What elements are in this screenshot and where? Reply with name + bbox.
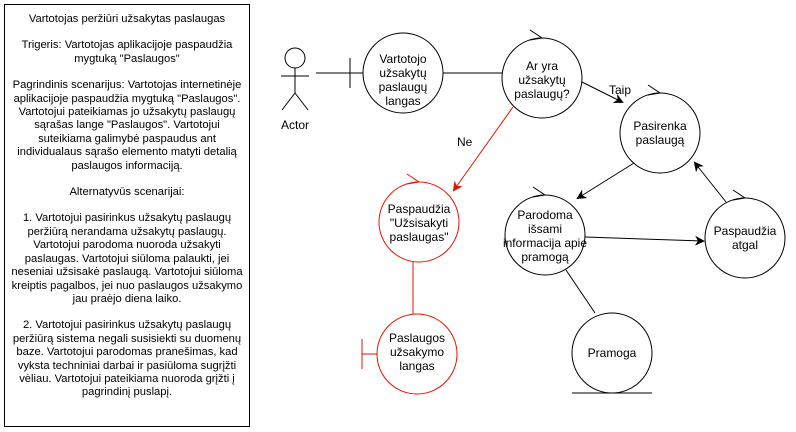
actor-label: Actor <box>281 118 309 132</box>
order-click-control: Paspaudžia "Užsisakyti paslaugas" <box>378 173 460 263</box>
yes-label: Taip <box>609 83 631 97</box>
back-control: Paspaudžia atgal <box>704 189 786 279</box>
back-choose-arrow <box>693 161 727 203</box>
boundary-services-line-3: paslaugų <box>379 80 428 94</box>
choose-details-arrow <box>576 162 635 200</box>
back-line-2: atgal <box>732 238 758 252</box>
boundary-services-line-2: užsakytų <box>379 66 427 80</box>
details-line-2: išsami <box>528 222 562 236</box>
boundary-services-line-1: Vartotojo <box>379 52 426 66</box>
yes-arrow <box>581 81 624 103</box>
order-window-line-2: užsakymo <box>390 345 444 359</box>
entity-label: Pramoga <box>588 346 637 360</box>
entity-pramoga: Pramoga <box>571 312 653 394</box>
scenario-alt-title: Alternatyvūs scenarijai: <box>69 186 185 199</box>
actor-figure: Actor <box>281 47 309 132</box>
scenario-alt-1: 1. Vartotojui pasirinkus užsakytų paslau… <box>11 212 243 305</box>
order-window-line-3: langas <box>399 359 434 373</box>
details-back-arrow <box>584 235 705 246</box>
boundary-services-line-4: langas <box>385 94 420 108</box>
scenario-main: Pagrindinis scenarijus: Vartotojas inter… <box>12 79 242 172</box>
choose-line-1: Pasirenka <box>633 119 687 133</box>
order-click-line-2: "Užsisakyti <box>390 216 448 230</box>
boundary-services-window: Vartotojo užsakytų paslaugų langas <box>349 32 444 114</box>
details-entity-link <box>565 269 596 314</box>
details-line-1: Parodoma <box>517 208 573 222</box>
details-line-4: pramogą <box>521 250 569 264</box>
order-click-line-3: paslaugas" <box>390 230 449 244</box>
no-label: Ne <box>457 135 473 149</box>
decision-control: Ar yra užsakytų paslaugų? <box>501 29 583 119</box>
decision-line-1: Ar yra <box>526 59 558 73</box>
decision-line-2: užsakytų <box>518 73 566 87</box>
decision-line-3: paslaugų? <box>514 87 570 101</box>
back-line-1: Paspaudžia <box>714 224 777 238</box>
choose-line-2: paslaugą <box>636 133 685 147</box>
choose-service-control: Pasirenka paslaugą <box>619 84 701 174</box>
scenario-panel: Vartotojas peržiūri užsakytas paslaugas … <box>4 4 250 427</box>
scenario-title: Vartotojas peržiūri užsakytas paslaugas <box>28 13 226 25</box>
order-window-line-1: Paslaugos <box>389 331 445 345</box>
details-line-3: informacija apie <box>503 236 587 250</box>
boundary-order-window: Paslaugos užsakymo langas <box>361 313 458 395</box>
order-click-line-1: Paspaudžia <box>388 202 451 216</box>
no-arrow <box>452 106 514 192</box>
scenario-trigger: Trigeris: Vartotojas aplikacijoje paspau… <box>21 39 233 65</box>
scenario-alt-2: 2. Vartotojui pasirinkus užsakytų paslau… <box>12 319 242 399</box>
details-control: Parodoma išsami informacija apie pramogą <box>503 186 587 276</box>
